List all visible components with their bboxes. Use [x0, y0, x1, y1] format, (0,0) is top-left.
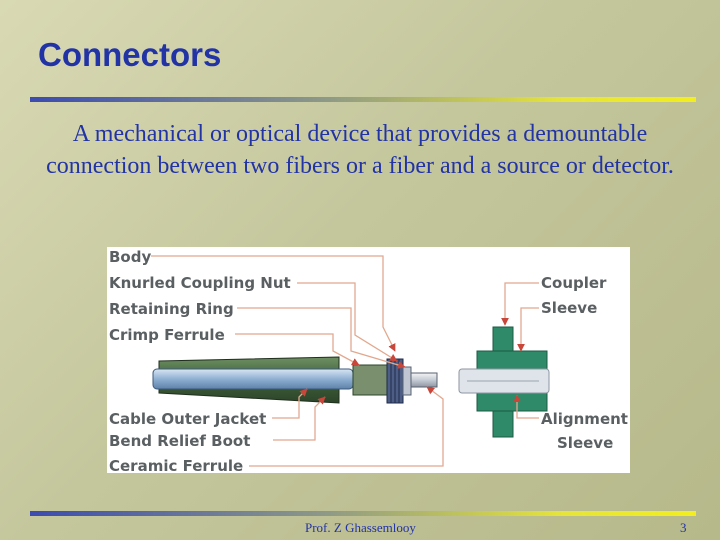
label-crimp-ferrule: Crimp Ferrule: [109, 326, 225, 344]
label-retaining-ring: Retaining Ring: [109, 300, 234, 318]
definition-text: A mechanical or optical device that prov…: [46, 121, 674, 180]
slide-title: Connectors: [38, 36, 222, 73]
title-divider: [30, 97, 696, 102]
label-cable-outer-jacket: Cable Outer Jacket: [109, 410, 266, 428]
label-bend-relief-boot: Bend Relief Boot: [109, 432, 250, 450]
footer-author: Prof. Z Ghassemlooy: [305, 520, 416, 535]
footer-divider: [30, 511, 696, 516]
connector-diagram-svg: Body Knurled Coupling Nut Retaining Ring…: [109, 248, 628, 473]
label-alignment: Alignment: [541, 410, 628, 428]
coupler-sleeve-shape: [458, 326, 550, 438]
label-knurled-coupling-nut: Knurled Coupling Nut: [109, 274, 291, 292]
label-coupler: Coupler: [541, 274, 607, 292]
label-ceramic-ferrule: Ceramic Ferrule: [109, 457, 243, 473]
label-alignment-sleeve: Sleeve: [557, 434, 613, 452]
page-number: 3: [680, 520, 687, 535]
connector-diagram: Body Knurled Coupling Nut Retaining Ring…: [107, 247, 630, 473]
label-body: Body: [109, 248, 151, 266]
leader-lines: [151, 255, 539, 467]
label-coupler-sleeve: Sleeve: [541, 299, 597, 317]
